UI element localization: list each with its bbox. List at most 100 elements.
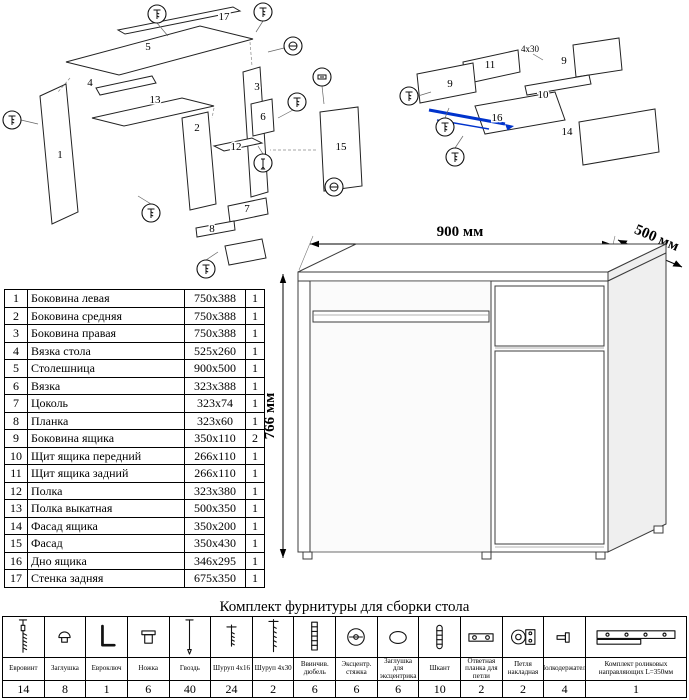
cam-plug-icon — [378, 617, 419, 657]
hardware-item: Полкодержатель 4 — [544, 617, 586, 697]
panel-door — [319, 106, 363, 192]
part-callout-4: 4 — [87, 77, 93, 89]
desk-door — [494, 350, 605, 545]
part-qty: 1 — [245, 551, 265, 570]
parts-list-table: 1 Боковина левая 750x388 1 2 Боковина ср… — [4, 289, 265, 588]
part-name: Вязка — [27, 376, 185, 395]
hardware-item-qty: 10 — [419, 680, 461, 697]
panel-drawer-side-left — [416, 62, 477, 104]
hardware-item-qty: 8 — [44, 680, 86, 697]
part-qty: 1 — [245, 481, 265, 500]
table-row: 8 Планка 323x60 1 — [4, 411, 265, 430]
part-size: 346x295 — [184, 551, 246, 570]
fastener-callout-icon — [283, 36, 303, 56]
nail-icon — [170, 617, 211, 657]
part-qty: 1 — [245, 464, 265, 483]
part-number: 4 — [4, 341, 28, 360]
panel-middle-side — [181, 111, 217, 211]
part-number: 11 — [4, 464, 28, 483]
table-row: 11 Щит ящика задний 266x110 1 — [4, 464, 265, 483]
part-name: Цоколь — [27, 394, 185, 413]
part-number: 2 — [4, 306, 28, 325]
part-callout-9: 9 — [561, 55, 567, 67]
part-name: Фасад ящика — [27, 516, 185, 535]
part-callout-11: 11 — [485, 59, 496, 71]
leg-icon — [128, 617, 169, 657]
part-name: Полка — [27, 481, 185, 500]
hardware-item: Шуруп 4x30 2 — [252, 617, 295, 697]
desk-foot — [481, 551, 492, 560]
part-name: Щит ящика передний — [27, 446, 185, 465]
part-size: 500x350 — [184, 499, 246, 518]
hardware-item-qty: 6 — [127, 680, 169, 697]
hardware-item: Комплект роликовых направляющих L=350мм … — [585, 617, 686, 697]
part-size: 750x388 — [184, 324, 246, 343]
hardware-item-label: Эксцентр. стяжка — [336, 657, 377, 680]
panel-strip — [195, 220, 236, 238]
plug-icon — [45, 617, 86, 657]
part-size: 675x350 — [184, 569, 246, 588]
part-size: 350x200 — [184, 516, 246, 535]
table-row: 9 Боковина ящика 350x110 2 — [4, 429, 265, 448]
part-number: 14 — [4, 516, 28, 535]
part-callout-1: 1 — [57, 149, 63, 161]
euro-screw-icon — [3, 617, 44, 657]
panel-shelf — [212, 137, 264, 152]
dim-height-label: 766 мм — [263, 393, 278, 440]
screw-16-icon — [211, 617, 252, 657]
fastener-callout-icon — [253, 2, 273, 22]
part-callout-10: 10 — [538, 89, 550, 101]
panel-desk-rail — [95, 75, 157, 96]
part-callout-12: 12 — [231, 141, 242, 153]
hardware-item: Гвоздь 40 — [169, 617, 212, 697]
desk-foot — [302, 551, 313, 560]
part-name: Щит ящика задний — [27, 464, 185, 483]
fastener-callout-icon — [435, 117, 455, 137]
part-number: 1 — [4, 289, 28, 308]
hardware-item-label: Заглушка для эксцентрика — [377, 657, 419, 680]
hardware-item-label: Петля накладная — [502, 657, 544, 680]
dim-width-label: 900 мм — [437, 224, 484, 240]
table-row: 6 Вязка 323x388 1 — [4, 376, 265, 395]
part-qty: 1 — [245, 289, 265, 308]
part-qty: 1 — [245, 446, 265, 465]
part-name: Столешница — [27, 359, 185, 378]
table-row: 16 Дно ящика 346x295 1 — [4, 551, 265, 570]
part-name: Полка выкатная — [27, 499, 185, 518]
desk-foot — [653, 525, 664, 534]
hardware-kit-section: Комплект фурнитуры для сборки стола Евро… — [2, 599, 687, 698]
desk-left-panel — [297, 280, 311, 553]
part-size: 525x260 — [184, 341, 246, 360]
hardware-item-label: Ответная планка для петли — [461, 657, 502, 680]
panel-drawer-facade — [578, 108, 660, 166]
part-size: 350x110 — [184, 429, 246, 448]
roller-guides-icon — [586, 617, 686, 657]
table-row: 15 Фасад 350x430 1 — [4, 534, 265, 553]
table-row: 13 Полка выкатная 500x350 1 — [4, 499, 265, 518]
part-size: 266x110 — [184, 464, 246, 483]
hardware-item-qty: 6 — [377, 680, 419, 697]
fastener-callout-icon — [253, 153, 273, 173]
fastener-callout-icon — [141, 203, 161, 223]
hardware-item-qty: 6 — [294, 680, 336, 697]
part-number: 12 — [4, 481, 28, 500]
part-qty: 1 — [245, 534, 265, 553]
part-qty: 1 — [245, 411, 265, 430]
table-row: 10 Щит ящика передний 266x110 1 — [4, 446, 265, 465]
panel-back-wall — [116, 6, 242, 35]
part-qty: 1 — [245, 306, 265, 325]
part-callout-13: 13 — [150, 94, 162, 106]
hardware-item-label: Заглушка — [44, 657, 86, 680]
part-number: 9 — [4, 429, 28, 448]
part-name: Боковина ящика — [27, 429, 185, 448]
fastener-callout-icon — [445, 147, 465, 167]
fastener-callout-icon — [324, 177, 344, 197]
panel-pullout-shelf — [91, 97, 215, 127]
part-qty: 1 — [245, 376, 265, 395]
desk-keyboard-tray — [312, 310, 490, 323]
fastener-callout-icon — [312, 67, 332, 87]
panel-tie — [250, 98, 275, 137]
